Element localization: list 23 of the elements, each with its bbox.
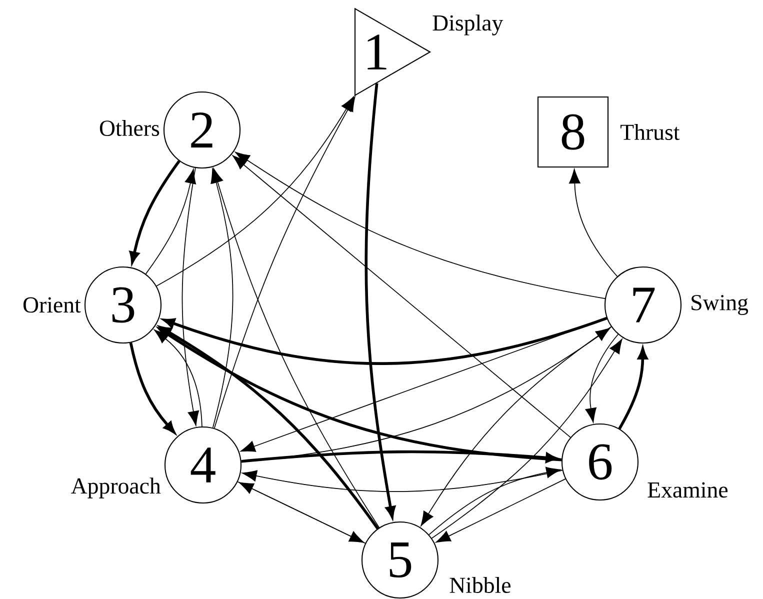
arrow xyxy=(585,334,619,423)
state-label: Thrust xyxy=(620,124,680,140)
state-label: Examine xyxy=(648,482,728,498)
state-label: Others xyxy=(100,120,160,136)
arrow xyxy=(420,326,612,526)
state-label: Display xyxy=(432,14,504,36)
arrow xyxy=(431,338,622,539)
arrow xyxy=(242,470,563,492)
state-label: Swing xyxy=(692,294,748,316)
arrow xyxy=(569,168,618,277)
arrow xyxy=(214,96,356,429)
arrow xyxy=(182,168,200,426)
state-label: Nibble xyxy=(450,576,510,594)
arrow xyxy=(241,450,558,463)
arrow xyxy=(436,478,566,543)
arrow xyxy=(154,330,202,427)
state-label: Approach xyxy=(71,478,161,498)
arrow xyxy=(129,342,175,434)
arrow xyxy=(235,152,606,299)
state-box: 8 xyxy=(537,96,609,168)
arrow xyxy=(212,168,380,528)
state-label: Orient xyxy=(23,297,81,313)
arrow xyxy=(428,466,561,536)
